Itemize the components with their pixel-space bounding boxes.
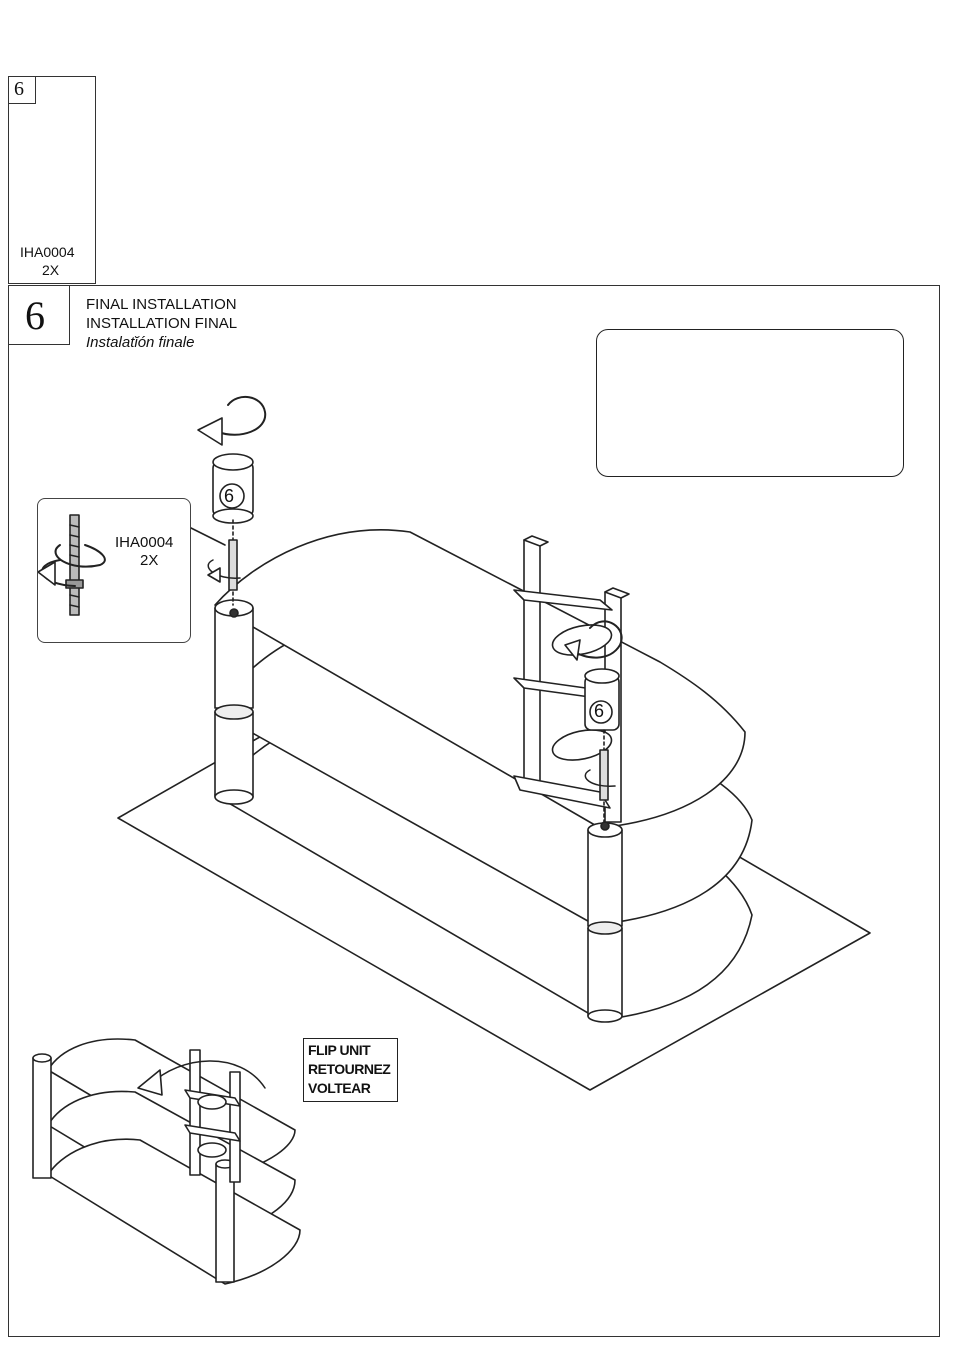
parts-panel-quantity: 2X [42,262,59,278]
flip-label-fr: RETOURNEZ [308,1061,390,1077]
step-title-en: FINAL INSTALLATION [86,296,237,313]
parts-panel-step-number: 6 [14,78,24,101]
flip-label-en: FLIP UNIT [308,1042,370,1058]
flip-label-es: VOLTEAR [308,1080,370,1096]
parts-panel-part-code: IHA0004 [20,244,74,260]
step-title-fr: INSTALLATION FINAL [86,315,237,332]
part-badge-right: 6 [594,701,604,722]
part-badge-left: 6 [224,486,234,507]
step-title-es: Instalatĭón finale [86,334,194,351]
detail-callout [37,498,191,643]
step-number: 6 [25,292,45,339]
detail-callout-quantity: 2X [140,552,158,569]
detail-callout-part-code: IHA0004 [115,534,173,551]
notes-box [596,329,904,477]
